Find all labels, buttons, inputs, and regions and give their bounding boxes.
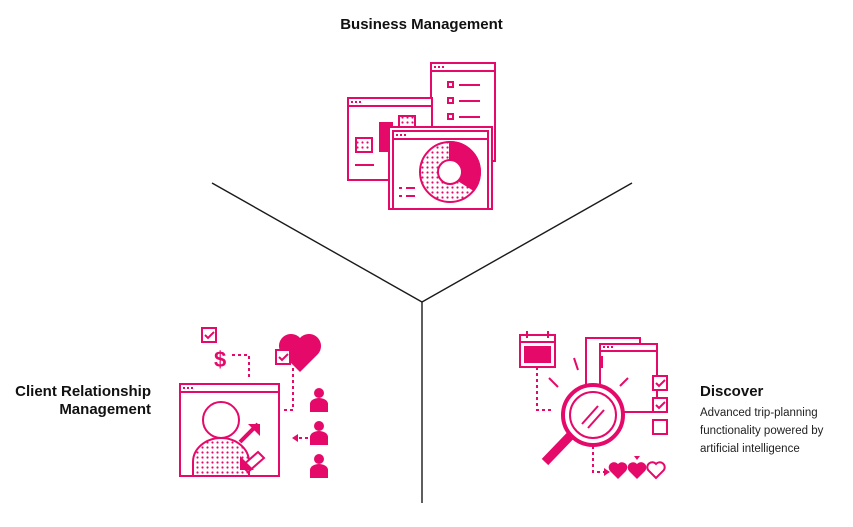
divider-lines xyxy=(211,182,633,503)
discover-description-line-1: Advanced trip-planning xyxy=(700,407,818,419)
discover-description-line-2: functionality powered by xyxy=(700,425,824,437)
svg-text:$: $ xyxy=(214,347,226,372)
discover-title: Discover xyxy=(700,383,764,400)
magnifier-search-icon xyxy=(519,331,668,480)
discover-description-line-3: artificial intelligence xyxy=(700,443,800,455)
client-profile-icon: $ xyxy=(179,327,328,478)
discover-description: Advanced trip-planning functionality pow… xyxy=(700,404,850,458)
crm-title-line-2: Management xyxy=(59,401,151,418)
dashboard-windows-icon xyxy=(347,62,496,210)
client-relationship-management-title: Client Relationship Management xyxy=(0,383,151,419)
crm-title-line-1: Client Relationship xyxy=(15,383,151,400)
business-management-title: Business Management xyxy=(340,16,503,33)
